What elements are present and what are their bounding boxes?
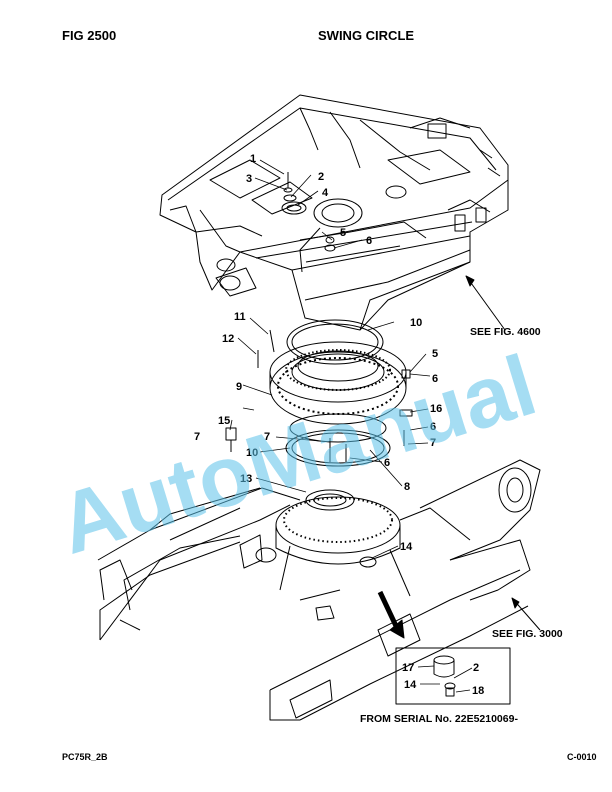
callout-11: 11 — [234, 311, 246, 323]
serial-arrow — [377, 590, 405, 639]
callout-9: 9 — [236, 381, 242, 393]
callout-15: 15 — [218, 415, 230, 427]
callout-6-mid: 6 — [430, 421, 436, 433]
callout-7-center: 7 — [264, 431, 270, 443]
figure-title: SWING CIRCLE — [318, 28, 415, 43]
inset-box — [395, 647, 511, 705]
callout-1: 1 — [250, 153, 256, 165]
lower-turntable — [275, 496, 471, 597]
seal-ring-upper — [286, 319, 384, 365]
callout-13: 13 — [240, 473, 252, 485]
callout-8: 8 — [404, 481, 410, 493]
callout-10-lower: 10 — [246, 447, 258, 459]
callout-6-lower: 6 — [384, 457, 390, 469]
figure-number: FIG 2500 — [62, 28, 117, 43]
inset-callout-17: 17 — [402, 662, 414, 674]
callout-5-upper: 5 — [340, 227, 346, 239]
callout-3: 3 — [246, 173, 252, 185]
callout-7-left: 7 — [194, 431, 200, 443]
inset-callout-2: 2 — [473, 662, 479, 674]
revolving-frame — [159, 94, 509, 331]
callout-5-right: 5 — [432, 348, 438, 360]
callout-7-right: 7 — [430, 437, 436, 449]
leader-lines — [229, 159, 473, 693]
callout-14: 14 — [400, 541, 413, 553]
callout-16: 16 — [430, 403, 442, 415]
callout-4: 4 — [322, 187, 329, 199]
inset-parts — [433, 655, 456, 697]
watermark: AutoManual — [48, 337, 547, 573]
footer-model-code: PC75R_2B — [62, 752, 108, 762]
small-parts-upper — [281, 172, 336, 252]
serial-note: FROM SERIAL No. 22E5210069- — [360, 713, 518, 725]
callout-12: 12 — [222, 333, 234, 345]
seal-ring-lower — [285, 429, 391, 467]
see-fig-3000: SEE FIG. 3000 — [492, 628, 563, 640]
inset-callout-14: 14 — [404, 679, 417, 691]
seal-13 — [305, 489, 355, 511]
reference-arrow-upper — [465, 275, 506, 331]
footer-page-code: C-0010 — [567, 752, 597, 762]
callout-10-upper: 10 — [410, 317, 422, 329]
callout-6-right: 6 — [432, 373, 438, 385]
callout-6-upper: 6 — [366, 235, 372, 247]
inset-callout-18: 18 — [472, 685, 484, 697]
see-fig-4600: SEE FIG. 4600 — [470, 326, 541, 338]
callout-2: 2 — [318, 171, 324, 183]
